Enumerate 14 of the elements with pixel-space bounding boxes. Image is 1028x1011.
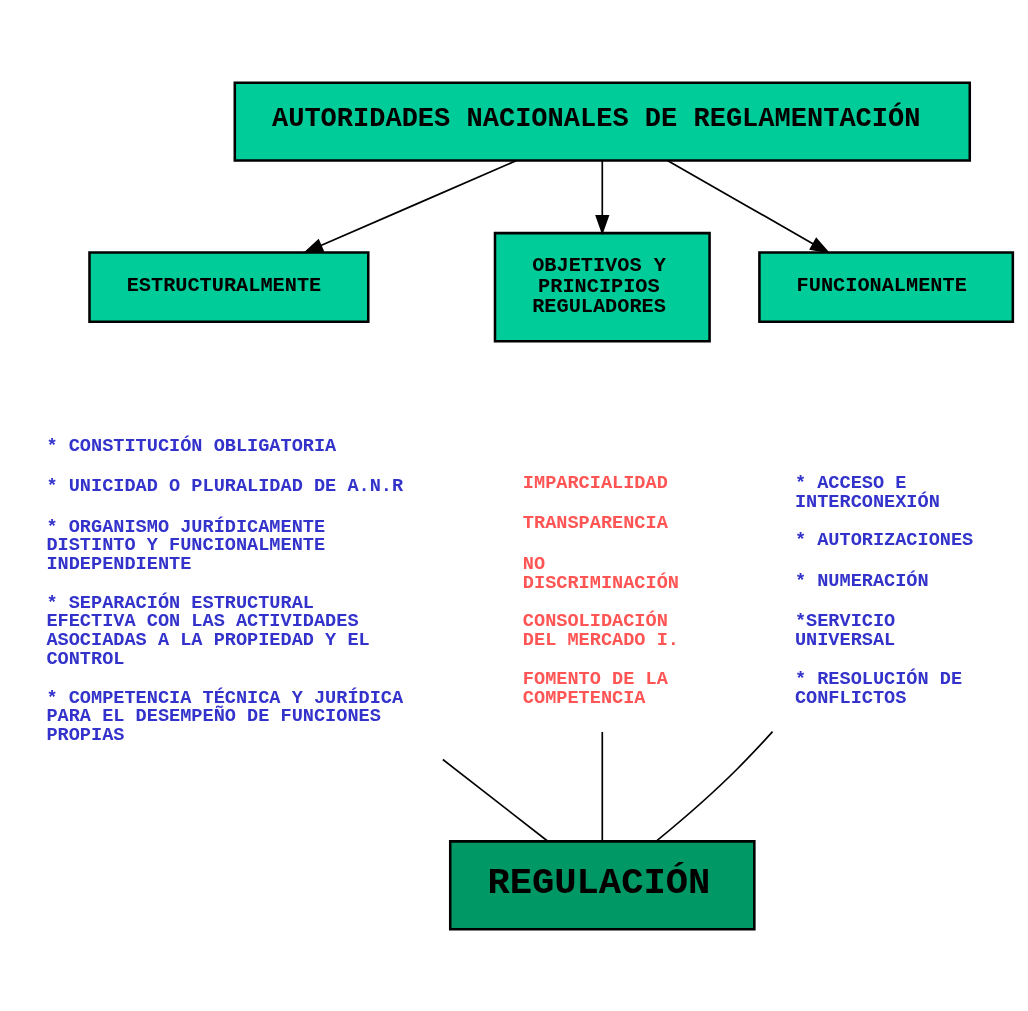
node-box: FUNCIONALMENTE: [758, 250, 1015, 323]
connector: [601, 730, 604, 842]
arrow: [595, 159, 610, 235]
node-text: * ACCESO E INTERCONEXIÓN * AUTORIZACIONES * NUMERACIÓN *SERVICIO UNIVERSAL * RESOLUCIÓN DE CONFLICTOS: [794, 472, 974, 708]
node-box: REGULACIÓN: [448, 839, 756, 930]
node-text: * CONSTITUCIÓN OBLIGATORIA * UNICIDAD O PLURALIDAD DE A.N.R * ORGANISMO JURÍDICAMENTE DISTINTO Y FUNCIONALMENTE INDEPENDIENTE * SEPARACIÓN ESTRUCTURAL EFECTIVA CON LAS ACTIVIDADES ASOCIADAS A LA PROPIEDAD Y EL CONTROL * COMPETENCIA TÉCNICA Y JURÍDICA PARA EL DESEMPEÑO DE FUNCIONES PROPIAS: [46, 435, 404, 746]
arrow: [302, 159, 518, 253]
node-box: AUTORIDADES NACIONALES DE REGLAMENTACIÓN: [233, 81, 972, 162]
node-text: IMPARCIALIDAD TRANSPARENCIA NO DISCRIMINACIÓN CONSOLIDACIÓN DEL MERCADO I. FOMENTO DE LA COMPETENCIA: [522, 472, 679, 708]
connector: [655, 730, 774, 842]
arrow: [666, 159, 831, 254]
connector: [442, 758, 549, 842]
node-box: ESTRUCTURALMENTE: [88, 250, 370, 323]
node-box: OBJETIVOS Y PRINCIPIOS REGULADORES: [493, 231, 711, 343]
